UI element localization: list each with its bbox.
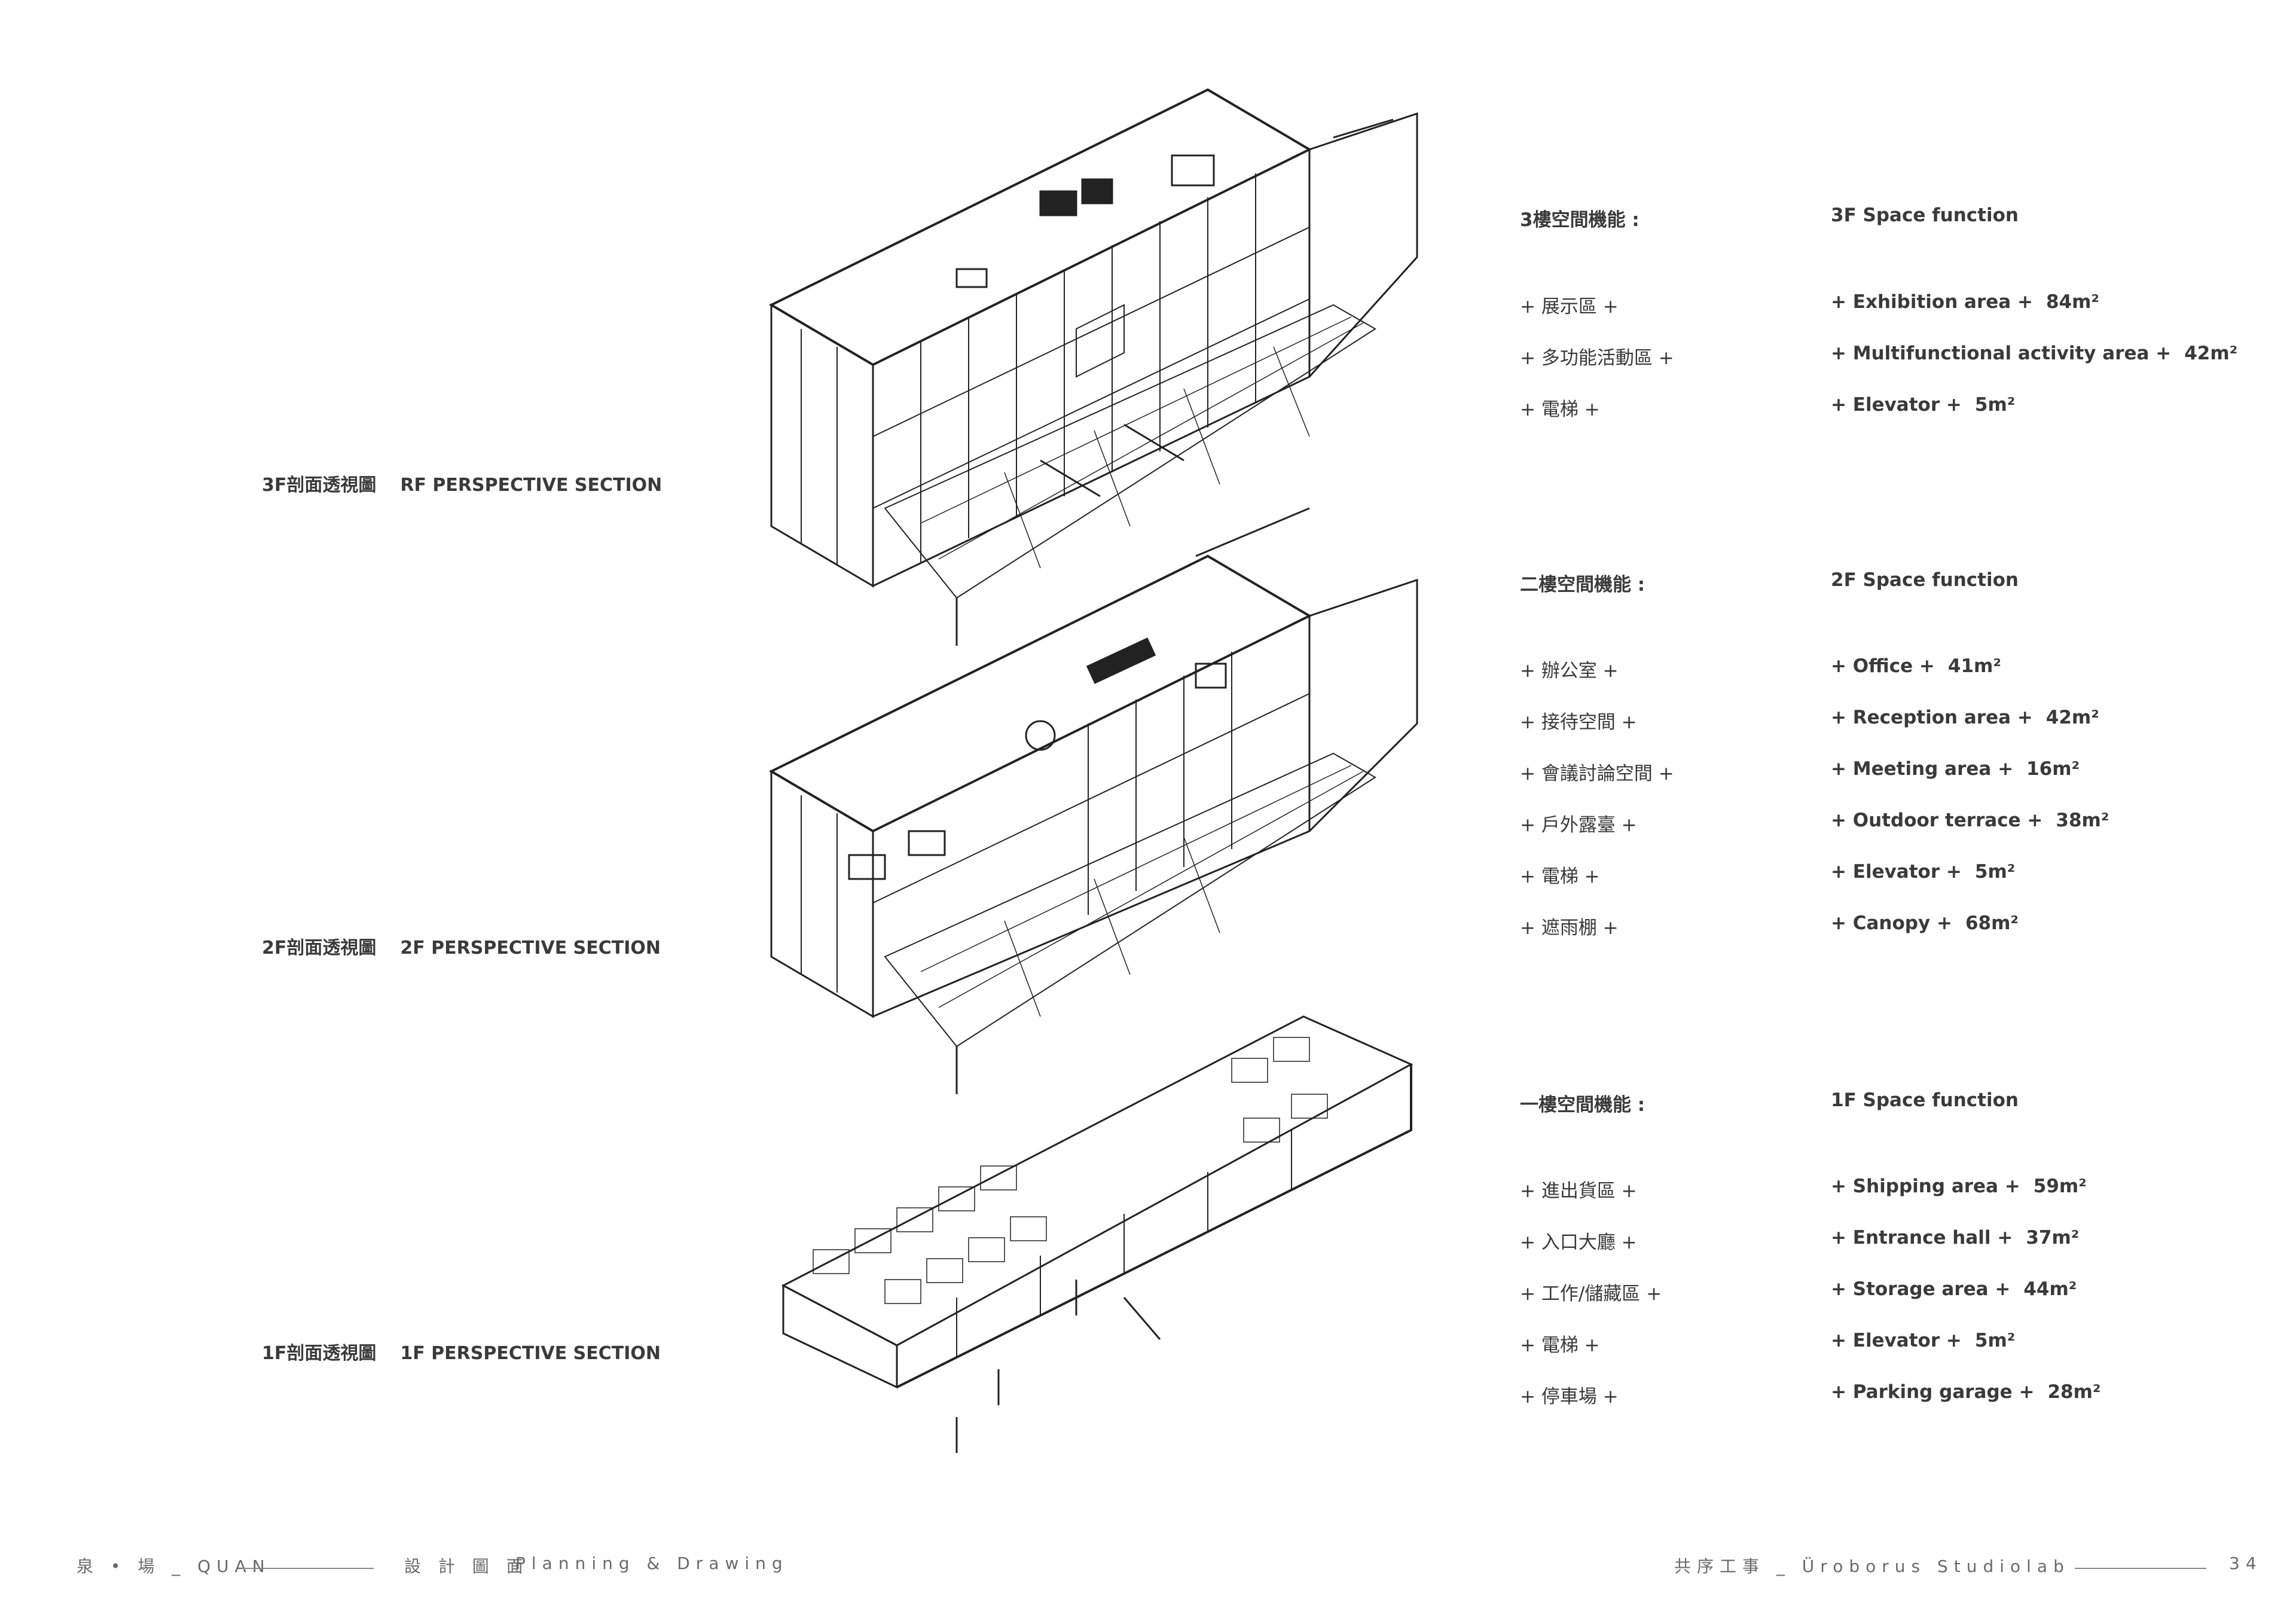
3f-row-zh: + 展示區 + — [1520, 296, 1619, 318]
1f-section-label: 1F剖面透視圖 1F PERSPECTIVE SECTION — [262, 1338, 661, 1364]
3f-row-en-label: + Multifunctional activity area + — [1831, 343, 2172, 364]
2f-function-heading-zh: 二樓空間機能 : — [1520, 574, 1645, 596]
2f-row-area: 68m² — [1965, 912, 2019, 934]
2f-row-en: + Reception area + 42m² — [1831, 707, 2099, 728]
2f-row-en: + Elevator + 5m² — [1831, 861, 2015, 883]
1f-row-en-label: + Entrance hall + — [1831, 1227, 2013, 1248]
1f-row-area: 59m² — [2033, 1176, 2087, 1197]
footer-divider — [242, 1568, 374, 1569]
2f-section-label: 2F剖面透視圖 2F PERSPECTIVE SECTION — [262, 933, 661, 959]
perspective-section-drawing — [768, 88, 1418, 1453]
2f-row-en-label: + Elevator + — [1831, 861, 1962, 883]
2f-row-area: 16m² — [2026, 758, 2080, 780]
2f-row-en: + Canopy + 68m² — [1831, 912, 2019, 934]
1f-row-zh: + 進出貨區 + — [1520, 1180, 1637, 1202]
2f-section-label-zh: 2F剖面透視圖 — [262, 938, 377, 958]
1f-isometric-model — [781, 1015, 1413, 1453]
3f-row-area: 84m² — [2045, 291, 2100, 313]
footer-section-en: Planning & Drawing — [515, 1553, 789, 1573]
footer-studio: 共序工事 _ Üroborus Studiolab — [1674, 1556, 2070, 1576]
2f-row-zh: + 接待空間 + — [1520, 712, 1637, 733]
1f-section-label-zh: 1F剖面透視圖 — [262, 1343, 377, 1364]
1f-row-en: + Parking garage + 28m² — [1831, 1381, 2101, 1403]
2f-row-en-label: + Office + — [1831, 655, 1935, 677]
1f-row-en-label: + Shipping area + — [1831, 1176, 2020, 1197]
2f-row-en: + Meeting area + 16m² — [1831, 758, 2080, 780]
2f-row-en: + Office + 41m² — [1831, 655, 2001, 677]
2f-row-en-label: + Outdoor terrace + — [1831, 810, 2043, 831]
2f-row-zh: + 電梯 + — [1520, 866, 1600, 887]
3f-row-en-label: + Elevator + — [1831, 394, 1962, 416]
2f-row-area: 5m² — [1974, 861, 2016, 883]
2f-row-area: 42m² — [2045, 707, 2099, 728]
1f-function-heading-zh: 一樓空間機能 : — [1520, 1094, 1645, 1116]
3f-row-en: + Exhibition area + 84m² — [1831, 291, 2099, 313]
1f-row-en: + Entrance hall + 37m² — [1831, 1227, 2079, 1248]
rf-section-label-zh: 3F剖面透視圖 — [262, 475, 377, 496]
2f-row-en-label: + Canopy + — [1831, 912, 1952, 934]
rf-section-label-en: RF PERSPECTIVE SECTION — [400, 475, 662, 496]
1f-row-en: + Storage area + 44m² — [1831, 1278, 2077, 1300]
2f-row-en-label: + Reception area + — [1831, 707, 2033, 728]
3f-row-en: + Elevator + 5m² — [1831, 394, 2015, 416]
1f-row-area: 37m² — [2026, 1227, 2080, 1248]
1f-row-area: 44m² — [2023, 1278, 2077, 1300]
2f-row-area: 41m² — [1947, 655, 2001, 677]
footer-divider — [2075, 1568, 2206, 1569]
1f-row-en-label: + Elevator + — [1831, 1330, 1962, 1351]
rf-isometric-model — [768, 88, 1418, 646]
1f-row-zh: + 入口大廳 + — [1520, 1232, 1637, 1253]
3f-row-zh: + 電梯 + — [1520, 399, 1600, 420]
3f-row-area: 42m² — [2184, 343, 2238, 364]
rf-section-label: 3F剖面透視圖 RF PERSPECTIVE SECTION — [262, 470, 662, 496]
2f-row-area: 38m² — [2056, 810, 2109, 831]
2f-row-zh: + 戶外露臺 + — [1520, 814, 1637, 836]
1f-row-en-label: + Storage area + — [1831, 1278, 2011, 1300]
1f-row-zh: + 電梯 + — [1520, 1335, 1600, 1356]
2f-row-zh: + 遮雨棚 + — [1520, 917, 1619, 939]
1f-row-en: + Shipping area + 59m² — [1831, 1176, 2087, 1197]
3f-function-heading-en: 3F Space function — [1831, 204, 2019, 226]
2f-isometric-model — [768, 507, 1418, 1094]
1f-row-en-label: + Parking garage + — [1831, 1381, 2035, 1403]
2f-row-zh: + 辦公室 + — [1520, 660, 1619, 682]
2f-function-heading-en: 2F Space function — [1831, 569, 2019, 591]
1f-section-label-en: 1F PERSPECTIVE SECTION — [400, 1343, 661, 1364]
1f-row-en: + Elevator + 5m² — [1831, 1330, 2015, 1351]
3f-row-area: 5m² — [1974, 394, 2016, 416]
1f-row-zh: + 停車場 + — [1520, 1386, 1619, 1408]
3f-row-zh: + 多功能活動區 + — [1520, 347, 1674, 369]
3f-row-en: + Multifunctional activity area + 42m² — [1831, 343, 2237, 364]
1f-row-area: 5m² — [1974, 1330, 2016, 1351]
footer-project-name: 泉 • 場 _ QUAN — [77, 1556, 271, 1576]
footer-section-zh: 設 計 圖 面 — [404, 1556, 529, 1576]
2f-row-en-label: + Meeting area + — [1831, 758, 2014, 780]
3f-function-heading-zh: 3樓空間機能 : — [1520, 209, 1639, 231]
1f-function-heading-en: 1F Space function — [1831, 1089, 2019, 1111]
2f-row-en: + Outdoor terrace + 38m² — [1831, 810, 2109, 831]
page-number: 34 — [2229, 1553, 2263, 1573]
2f-row-zh: + 會議討論空間 + — [1520, 763, 1674, 784]
1f-row-area: 28m² — [2047, 1381, 2101, 1403]
2f-section-label-en: 2F PERSPECTIVE SECTION — [400, 938, 661, 958]
3f-row-en-label: + Exhibition area + — [1831, 291, 2033, 313]
1f-row-zh: + 工作/儲藏區 + — [1520, 1283, 1662, 1305]
